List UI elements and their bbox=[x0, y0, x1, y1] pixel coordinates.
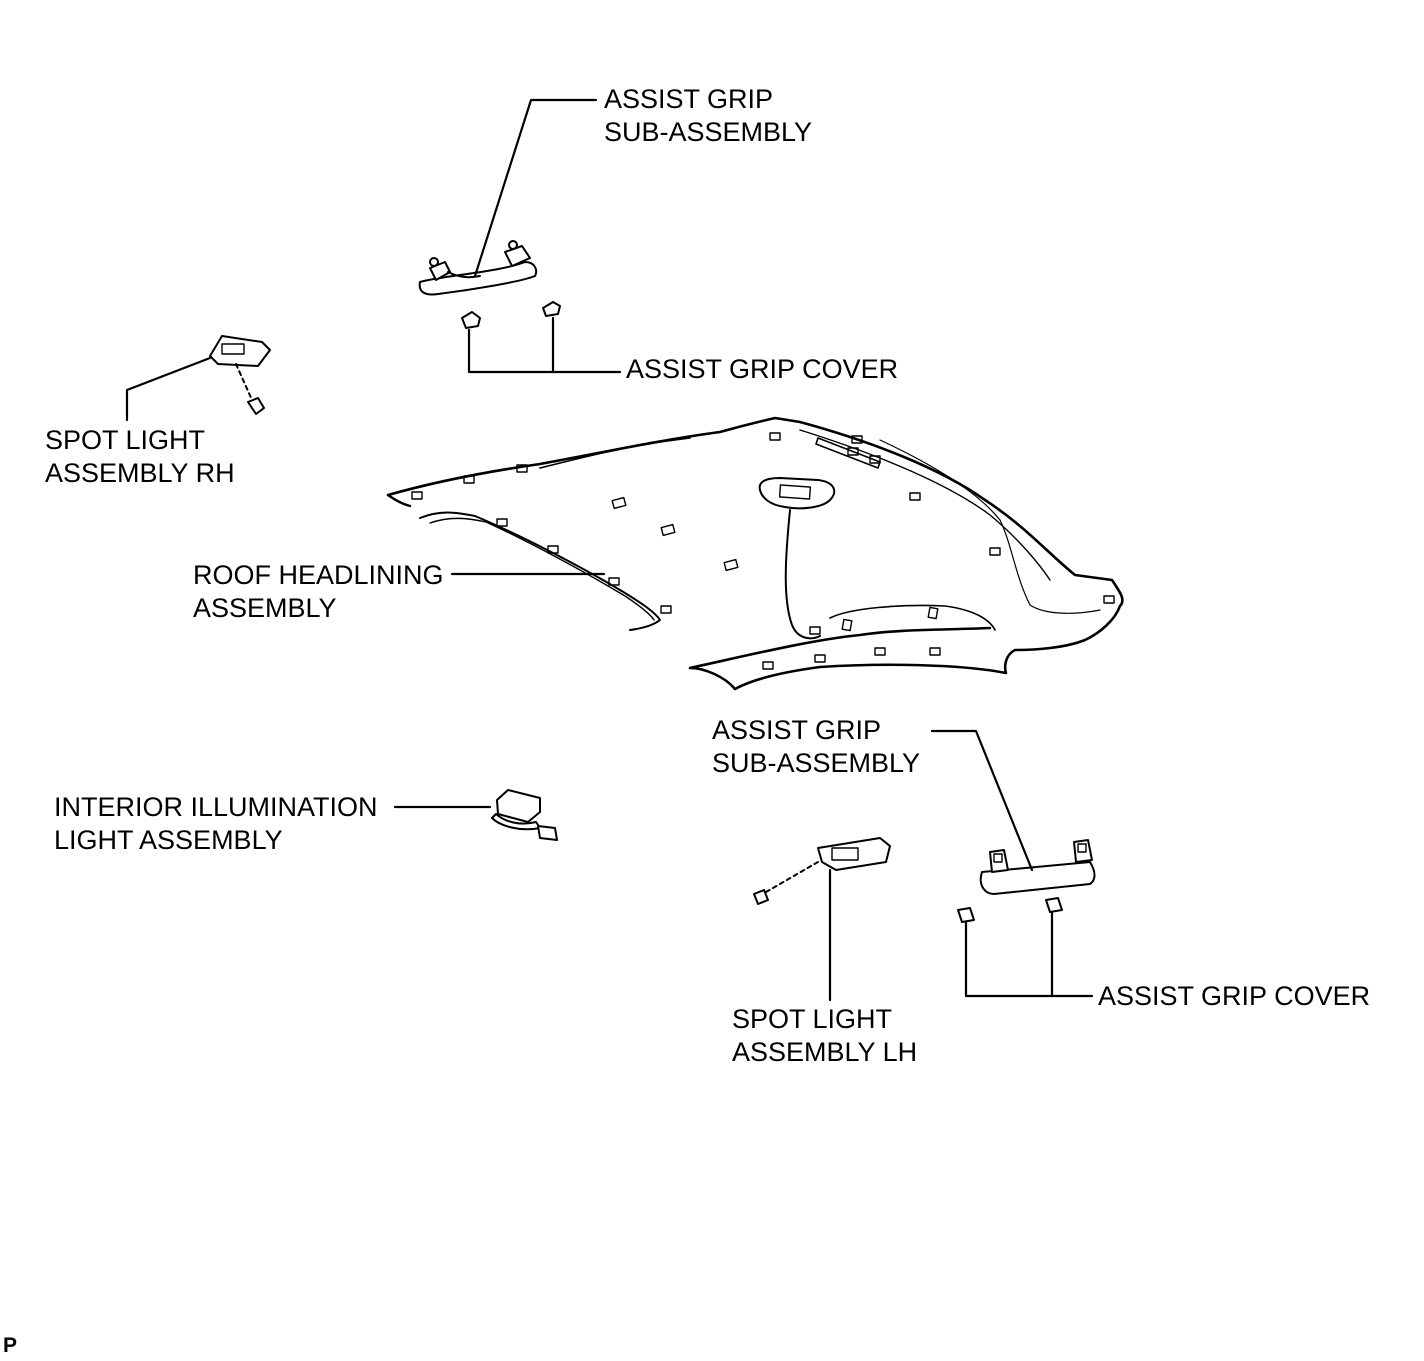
label-line: ASSEMBLY LH bbox=[732, 1037, 918, 1067]
roof-headlining-part bbox=[386, 416, 1124, 691]
assist-grip-top-part bbox=[418, 240, 561, 329]
assist-grip-bottom-leaders bbox=[930, 729, 1094, 998]
label-line: ASSIST GRIP bbox=[712, 715, 882, 745]
headlining-rear-inner bbox=[879, 439, 1101, 614]
headlining-inner-rail-2 bbox=[429, 517, 655, 621]
headlining-front-rail bbox=[539, 437, 691, 469]
label-spot-light-rh: SPOT LIGHT ASSEMBLY RH bbox=[45, 424, 235, 490]
label-line: SUB-ASSEMBLY bbox=[604, 117, 813, 147]
label-line: INTERIOR ILLUMINATION bbox=[54, 792, 378, 822]
headlining-side-trim bbox=[799, 429, 1051, 581]
label-spot-light-lh: SPOT LIGHT ASSEMBLY LH bbox=[732, 1003, 917, 1069]
headlining-front-edge bbox=[386, 493, 412, 508]
headlining-inner-rail bbox=[419, 511, 661, 631]
label-line: ASSIST GRIP bbox=[604, 84, 774, 114]
label-assist-grip-bottom: ASSIST GRIP SUB-ASSEMBLY bbox=[712, 714, 920, 780]
assist-grip-bottom-part bbox=[957, 839, 1096, 923]
label-line: ASSIST GRIP COVER bbox=[1098, 981, 1371, 1011]
interior-illumination-light-part bbox=[393, 789, 558, 841]
label-roof-headlining: ROOF HEADLINING ASSEMBLY bbox=[193, 559, 444, 625]
label-line: ASSIST GRIP COVER bbox=[626, 354, 899, 384]
headlining-rear-lip bbox=[829, 604, 996, 631]
label-line: ASSEMBLY bbox=[193, 593, 337, 623]
label-line: SPOT LIGHT bbox=[732, 1004, 893, 1034]
label-line: SUB-ASSEMBLY bbox=[712, 748, 921, 778]
label-assist-grip-top: ASSIST GRIP SUB-ASSEMBLY bbox=[604, 83, 812, 149]
figure-code: P bbox=[3, 1334, 18, 1357]
label-assist-grip-cover-bottom: ASSIST GRIP COVER bbox=[1098, 980, 1370, 1013]
headlining-outline bbox=[386, 416, 1124, 691]
spot-light-lh-part bbox=[753, 837, 891, 1002]
label-interior-illumination: INTERIOR ILLUMINATION LIGHT ASSEMBLY bbox=[54, 791, 378, 857]
label-line: LIGHT ASSEMBLY bbox=[54, 825, 283, 855]
label-line: ROOF HEADLINING bbox=[193, 560, 444, 590]
assist-grip-top-leaders bbox=[467, 98, 622, 374]
headlining-rear-notch bbox=[815, 437, 881, 469]
label-line: SPOT LIGHT bbox=[45, 425, 206, 455]
headlining-wire bbox=[784, 509, 821, 640]
label-assist-grip-cover-top: ASSIST GRIP COVER bbox=[626, 353, 898, 386]
dome-light-opening bbox=[758, 477, 836, 510]
spot-light-rh-part bbox=[125, 335, 271, 422]
label-line: ASSEMBLY RH bbox=[45, 458, 235, 488]
